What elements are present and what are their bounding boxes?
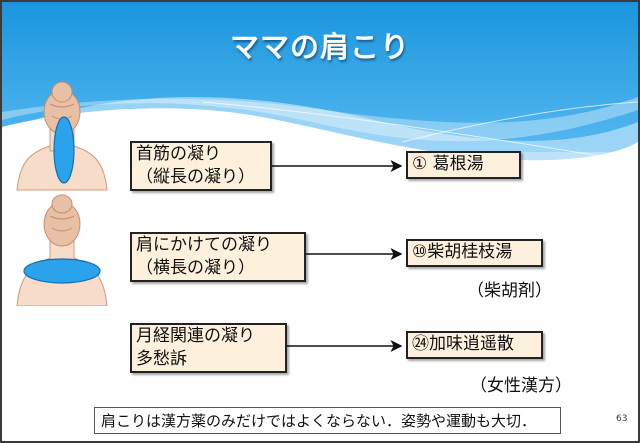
symptom-box-neck: 首筋の凝り （縦長の凝り） [130, 141, 272, 191]
symptom-line1: 首筋の凝り [136, 144, 221, 164]
symptom-line2: 多愁訴 [136, 349, 187, 369]
footer-note: 肩こりは漢方薬のみだけではよくならない．姿勢や運動も大切． [94, 407, 561, 434]
shoulder-stiffness-figure-icon [16, 194, 108, 306]
remedy-box-saikokeishito: ⑩柴胡桂枝湯 [406, 239, 543, 267]
remedy-label: ⑩柴胡桂枝湯 [412, 242, 513, 262]
symptom-line2: （横長の凝り） [136, 258, 255, 278]
remedy-label: ① 葛根湯 [412, 154, 484, 174]
remedy-box-kamishoyosan: ㉔加味逍遥散 [406, 331, 543, 359]
symptom-line1: 月経関連の凝り [136, 326, 255, 346]
remedy-category-note: （柴胡剤） [467, 281, 552, 301]
symptom-line2: （縦長の凝り） [136, 167, 255, 187]
slide-title: ママの肩こり [229, 30, 410, 64]
remedy-label: ㉔加味逍遥散 [412, 334, 514, 354]
symptom-line1: 肩にかけての凝り [136, 235, 272, 255]
remedy-box-kakkonto: ① 葛根湯 [406, 151, 521, 179]
remedy-category-note: （女性漢方） [470, 376, 572, 396]
symptom-box-menstrual: 月経関連の凝り 多愁訴 [130, 323, 287, 373]
symptom-box-shoulder: 肩にかけての凝り （横長の凝り） [130, 232, 306, 282]
neck-stiffness-figure-icon [16, 81, 108, 191]
page-number: 63 [616, 414, 628, 424]
